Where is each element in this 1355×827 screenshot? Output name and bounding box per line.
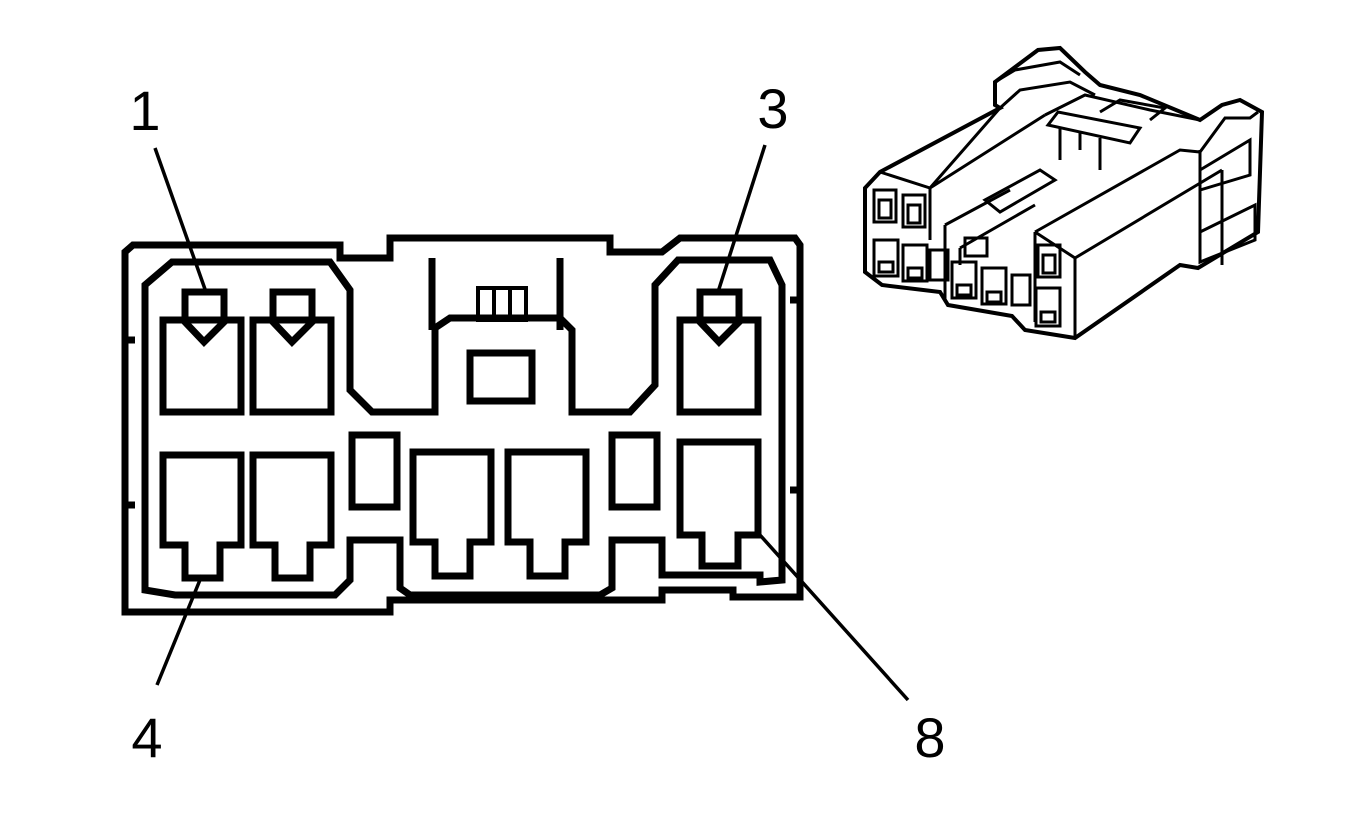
connector-outer-shell [121,234,804,616]
latch-window [466,349,536,405]
cavity-6 [409,448,495,580]
cavity-1-terminal [181,288,228,348]
leader-pin-4 [155,574,204,686]
latch-tab [476,286,528,322]
cavity-7 [504,448,590,580]
leader-pin-3 [716,144,767,293]
cavity-5 [249,451,335,582]
pin-label-8: 8 [914,706,945,769]
connector-isometric-view [863,45,1265,341]
cavity-3-terminal [696,288,743,348]
pin-label-4: 4 [131,706,162,769]
iso-side-window-top [1198,137,1252,193]
cavity-8 [676,438,762,570]
iso-center-window [963,236,989,258]
pin-label-1: 1 [129,79,160,142]
iso-ramp [982,168,1058,214]
cavity-1 [159,316,245,416]
connector-face [121,234,804,616]
leader-pin-8 [758,533,910,702]
cavity-3 [676,316,762,416]
slot-right [608,431,661,511]
slot-left [348,431,401,511]
iso-side-window-bottom [1198,202,1257,265]
latch-frame [428,258,564,330]
cavity-2-terminal [269,288,316,348]
pin-label-3: 3 [757,77,788,140]
iso-body-outline [863,45,1265,341]
leader-pin-1 [153,147,208,293]
cavity-2 [249,316,335,416]
cavity-4 [159,451,245,582]
connector-inner-outline [141,256,786,599]
iso-latch-bar [1045,110,1143,145]
